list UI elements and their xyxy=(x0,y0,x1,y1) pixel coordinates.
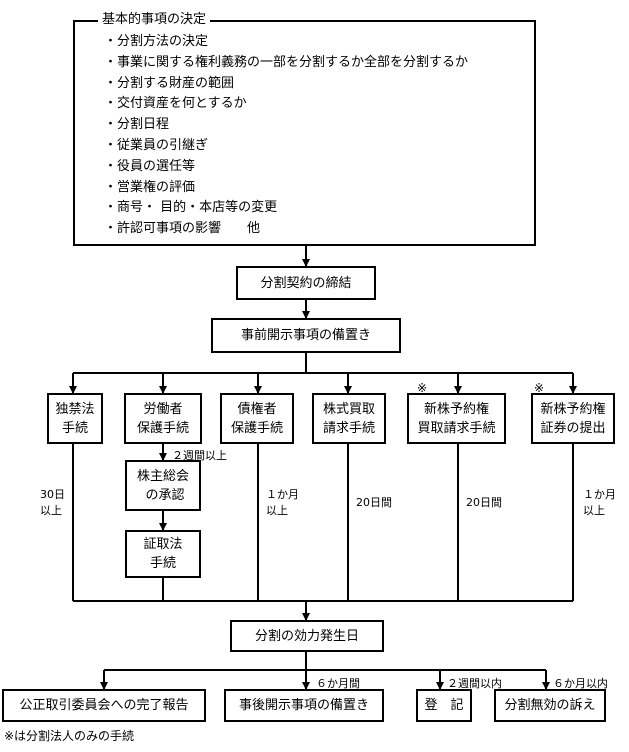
basic-matters-box xyxy=(73,20,536,246)
basic-matters-list: ・分割方法の決定 ・事業に関する権利義務の一部を分割するか全部を分割するか ・分… xyxy=(104,32,468,240)
list-item: ・分割する財産の範囲 xyxy=(104,75,235,91)
period-label: ２週間以内 xyxy=(447,677,502,690)
creditor-box: 債権者 保護手続 xyxy=(220,393,294,444)
period-label: １か月 以上 xyxy=(266,488,299,517)
nullity-suit-box: 分割無効の訴え xyxy=(494,689,606,722)
list-item: ・分割日程 xyxy=(104,117,170,133)
list-item: ・従業員の引継ぎ xyxy=(104,137,209,153)
warrant-buyback-box: 新株予約権 買取請求手続 xyxy=(407,393,506,444)
list-item: ・商号・ 目的・本店等の変更 xyxy=(104,200,278,216)
pre-disclosure-box: 事前開示事項の備置き xyxy=(211,318,401,353)
basic-matters-title: 基本的事項の決定 xyxy=(98,11,211,29)
share-buyback-box: 株式買取 請求手続 xyxy=(312,393,386,444)
period-label: 30日 以上 xyxy=(40,488,65,517)
period-label: ２週間以上 xyxy=(172,449,227,462)
securities-box: 証取法 手続 xyxy=(125,530,201,578)
registration-box: 登 記 xyxy=(416,689,472,722)
effective-date-box: 分割の効力発生日 xyxy=(230,620,384,652)
list-item: ・交付資産を何とするか xyxy=(104,96,247,112)
warrant-certificate-box: 新株予約権 証券の提出 xyxy=(531,393,615,444)
period-label: ６か月間 xyxy=(316,677,360,690)
contract-box: 分割契約の締結 xyxy=(236,266,376,300)
list-item: ・許認可事項の影響 他 xyxy=(104,221,261,237)
ftc-report-box: 公正取引委員会への完了報告 xyxy=(2,689,206,722)
antitrust-box: 独禁法 手続 xyxy=(47,393,103,444)
period-label: ６か月以内 xyxy=(553,677,608,690)
period-label: 20日間 xyxy=(356,496,392,509)
post-disclosure-box: 事後開示事項の備置き xyxy=(224,689,384,722)
period-label: １か月 以上 xyxy=(583,488,616,517)
footnote: ※は分割法人のみの手続 xyxy=(4,729,135,743)
period-label: 20日間 xyxy=(466,496,502,509)
shareholders-meeting-box: 株主総会 の承認 xyxy=(125,460,201,511)
asterisk-mark: ※ xyxy=(417,381,428,395)
list-item: ・事業に関する権利義務の一部を分割するか全部を分割するか xyxy=(104,54,469,70)
list-item: ・役員の選任等 xyxy=(104,158,196,174)
list-item: ・分割方法の決定 xyxy=(104,34,209,49)
asterisk-mark: ※ xyxy=(534,381,545,395)
list-item: ・営業権の評価 xyxy=(104,179,196,195)
labor-box: 労働者 保護手続 xyxy=(124,393,202,444)
